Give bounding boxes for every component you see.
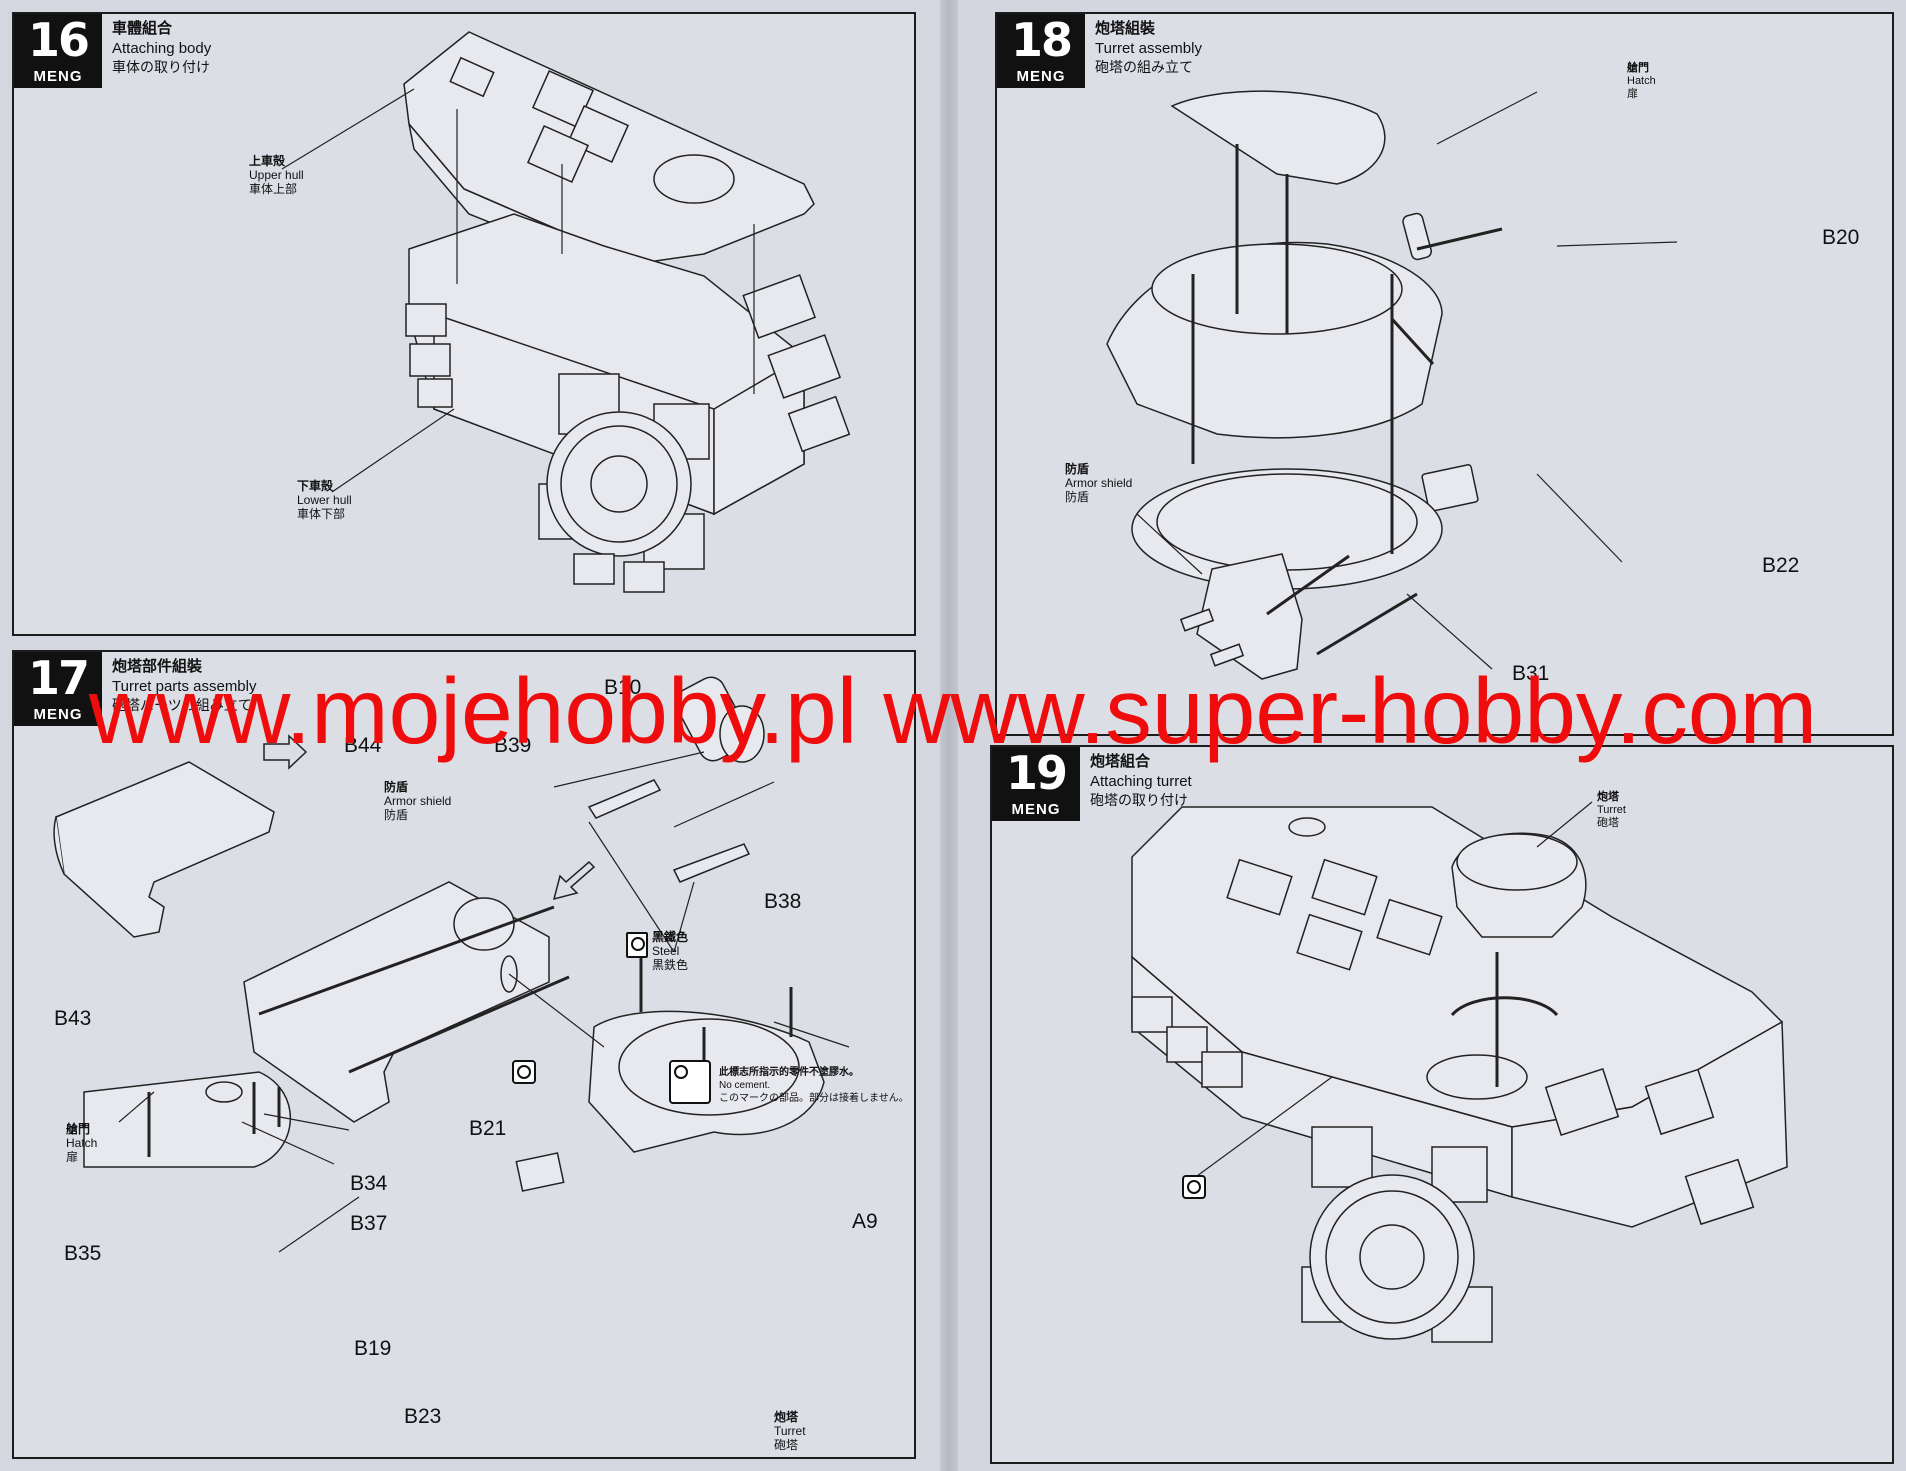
step-17-panel: 17 MENG 炮塔部件組裝 Turret parts assembly 砲塔パ… <box>12 650 916 1459</box>
armor-shield-callout: 防盾 Armor shield 防盾 <box>1065 462 1132 504</box>
part-label-b43: B43 <box>54 1007 92 1030</box>
part-label-b37: B37 <box>350 1212 388 1235</box>
no-cement-en: No cement. <box>719 1080 771 1091</box>
steel-cn: 黑鐵色 <box>652 930 689 944</box>
upper-hull-callout: 上車殻 Upper hull 車体上部 <box>249 154 304 196</box>
part-label-b39: B39 <box>494 734 532 757</box>
turret-cn: 炮塔 <box>774 1410 799 1424</box>
attaching-turret-drawing <box>1131 801 1788 1343</box>
no-cement-jp: このマークの部品。部分は接着しません。 <box>719 1093 909 1104</box>
armor-shield-jp: 防盾 <box>384 808 409 822</box>
title-en: Attaching body <box>112 40 212 57</box>
part-label-b22: B22 <box>1762 554 1800 577</box>
watermark-text: www.mojehobby.pl www.super-hobby.com <box>88 659 1818 763</box>
hatch-jp: 扉 <box>1627 88 1638 100</box>
step-title: 炮塔部件組裝 Turret parts assembly 砲塔パーツの組み立て <box>112 656 257 715</box>
armor-shield-en: Armor shield <box>384 794 452 808</box>
title-jp: 砲塔パーツの組み立て <box>112 697 252 713</box>
steel-jp: 黒鉄色 <box>652 958 689 972</box>
turret-assembly-drawing <box>1106 90 1678 680</box>
armor-shield-cn: 防盾 <box>1065 462 1090 476</box>
no-cement-cn: 此標志所指示的零件不塗膠水。 <box>719 1067 859 1078</box>
part-label-b10: B10 <box>604 676 642 699</box>
upper-hull-jp: 車体上部 <box>249 182 298 196</box>
part-label-a9: A9 <box>852 1210 878 1233</box>
part-label-b35: B35 <box>64 1242 102 1265</box>
title-cn: 炮塔部件組裝 <box>112 658 203 675</box>
title-en: Turret assembly <box>1095 40 1202 57</box>
hatch-cn: 艙門 <box>1627 62 1649 74</box>
part-label-b20: B20 <box>1822 226 1860 249</box>
hatch-callout: 艙門 Hatch 扉 <box>1627 62 1656 101</box>
part-label-b21: B21 <box>469 1117 507 1140</box>
title-cn: 炮塔組裝 <box>1095 20 1156 37</box>
hatch-callout: 艙門 Hatch 扉 <box>66 1122 97 1164</box>
steel-color-callout: 黑鐵色 Steel 黒鉄色 <box>626 930 689 972</box>
step-number: 19 <box>992 747 1080 799</box>
no-cement-icon <box>512 1060 536 1084</box>
steel-en: Steel <box>652 944 680 958</box>
turret-callout: 炮塔 Turret 砲塔 <box>1597 791 1626 830</box>
armor-shield-callout: 防盾 Armor shield 防盾 <box>384 780 451 822</box>
hatch-en: Hatch <box>1627 75 1656 87</box>
step-title: 車體組合 Attaching body 車体の取り付け <box>112 18 211 77</box>
turret-cn: 炮塔 <box>1597 791 1619 803</box>
no-cement-icon <box>1182 1175 1206 1199</box>
turret-en: Turret <box>1597 804 1626 816</box>
title-en: Turret parts assembly <box>112 678 257 695</box>
armor-shield-en: Armor shield <box>1065 476 1133 490</box>
hull-assembly-drawing <box>281 31 851 593</box>
part-label-b38: B38 <box>764 890 802 913</box>
brand-logo: MENG <box>997 66 1085 88</box>
lower-hull-jp: 車体下部 <box>297 507 346 521</box>
title-cn: 車體組合 <box>112 20 173 37</box>
lower-hull-cn: 下車殻 <box>297 479 334 493</box>
title-jp: 砲塔の取り付け <box>1090 792 1188 808</box>
step-18-panel: 18 MENG 炮塔組裝 Turret assembly 砲塔の組み立て <box>995 12 1894 736</box>
title-jp: 車体の取り付け <box>112 59 210 75</box>
turret-callout: 炮塔 Turret 砲塔 <box>774 1410 806 1452</box>
turret-jp: 砲塔 <box>774 1438 799 1452</box>
part-label-b44: B44 <box>344 734 382 757</box>
lower-hull-callout: 下車殻 Lower hull 車体下部 <box>297 479 352 521</box>
brand-logo: MENG <box>14 704 102 726</box>
no-cement-legend-icon <box>669 1060 711 1104</box>
upper-hull-en: Upper hull <box>249 168 304 182</box>
turret-parts-drawing <box>53 676 850 1253</box>
title-en: Attaching turret <box>1090 773 1192 790</box>
title-cn: 炮塔組合 <box>1090 753 1151 770</box>
upper-hull-cn: 上車殻 <box>249 154 286 168</box>
brand-logo: MENG <box>14 66 102 88</box>
armor-shield-jp: 防盾 <box>1065 490 1090 504</box>
armor-shield-cn: 防盾 <box>384 780 409 794</box>
step-number: 17 <box>14 652 102 704</box>
part-label-b23: B23 <box>404 1405 442 1428</box>
step-title: 炮塔組裝 Turret assembly 砲塔の組み立て <box>1095 18 1202 77</box>
part-label-b19: B19 <box>354 1337 392 1360</box>
step-number: 18 <box>997 14 1085 66</box>
turret-jp: 砲塔 <box>1597 817 1619 829</box>
lower-hull-en: Lower hull <box>297 493 352 507</box>
brand-logo: MENG <box>992 799 1080 821</box>
hatch-cn: 艙門 <box>66 1122 91 1136</box>
step-19-panel: 19 MENG 炮塔組合 Attaching turret 砲塔の取り付け <box>990 745 1894 1464</box>
step-16-panel: 16 MENG 車體組合 Attaching body 車体の取り付け <box>12 12 916 636</box>
title-jp: 砲塔の組み立て <box>1095 59 1193 75</box>
page-gutter <box>940 0 958 1471</box>
step-number: 16 <box>14 14 102 66</box>
paint-brush-icon <box>626 932 648 958</box>
part-label-b34: B34 <box>350 1172 388 1195</box>
hatch-jp: 扉 <box>66 1150 79 1164</box>
part-label-b31: B31 <box>1512 662 1550 685</box>
turret-en: Turret <box>774 1424 806 1438</box>
no-cement-legend: 此標志所指示的零件不塗膠水。 No cement. このマークの部品。部分は接着… <box>719 1066 909 1105</box>
step-title: 炮塔組合 Attaching turret 砲塔の取り付け <box>1090 751 1192 810</box>
hatch-en: Hatch <box>66 1136 98 1150</box>
